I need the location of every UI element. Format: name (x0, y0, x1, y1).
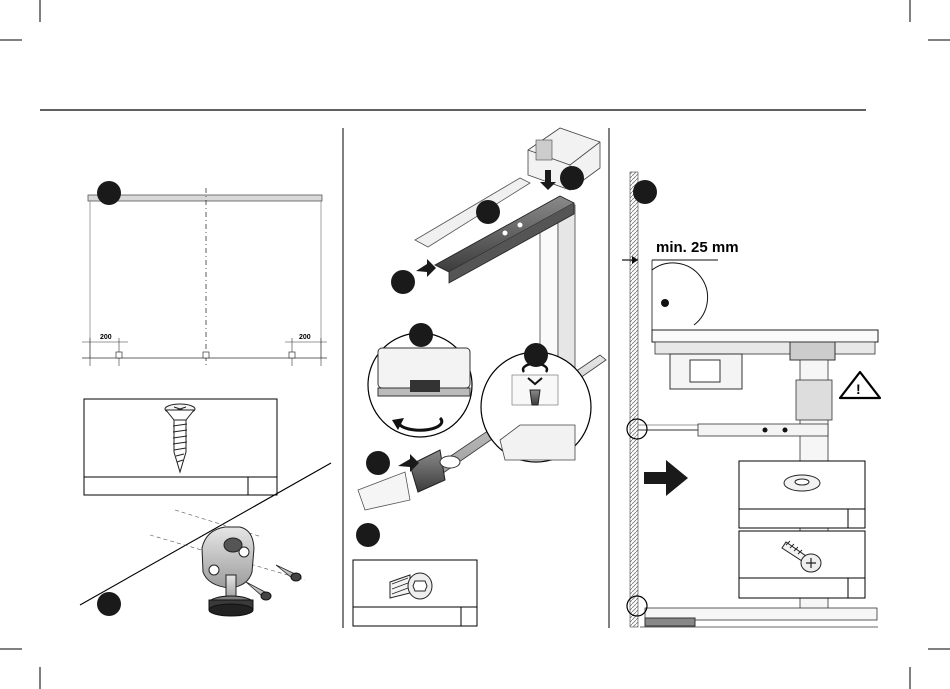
panel-right: min. 25 mm ! (622, 172, 880, 627)
screw-icon (246, 565, 301, 600)
wall (630, 172, 638, 627)
parts-box-hex-bolt (353, 560, 477, 626)
step-marker (97, 592, 121, 616)
parts-box-wood-screw (84, 399, 277, 495)
panel-middle (353, 128, 606, 626)
parts-box-self-tapping-screw (739, 531, 865, 598)
warning-symbol: ! (856, 381, 861, 397)
step-marker (633, 180, 657, 204)
foot-bracket-icon (202, 527, 254, 616)
arrow-right-icon (644, 460, 688, 496)
washer-icon (784, 475, 820, 491)
step-marker (97, 181, 121, 205)
detail-view-left (368, 333, 472, 437)
clearance-label: min. 25 mm (656, 239, 739, 256)
parts-box-washer (739, 461, 865, 528)
panel-left: 200 200 (80, 181, 331, 616)
warning-triangle-icon: ! (840, 372, 880, 398)
detail-view-right (481, 352, 591, 462)
tabletop-drawing: 200 200 (82, 181, 327, 368)
dimension-left-offset: 200 (100, 334, 112, 341)
dimension-right-offset: 200 (299, 334, 311, 341)
screw-position-marks (116, 352, 295, 358)
